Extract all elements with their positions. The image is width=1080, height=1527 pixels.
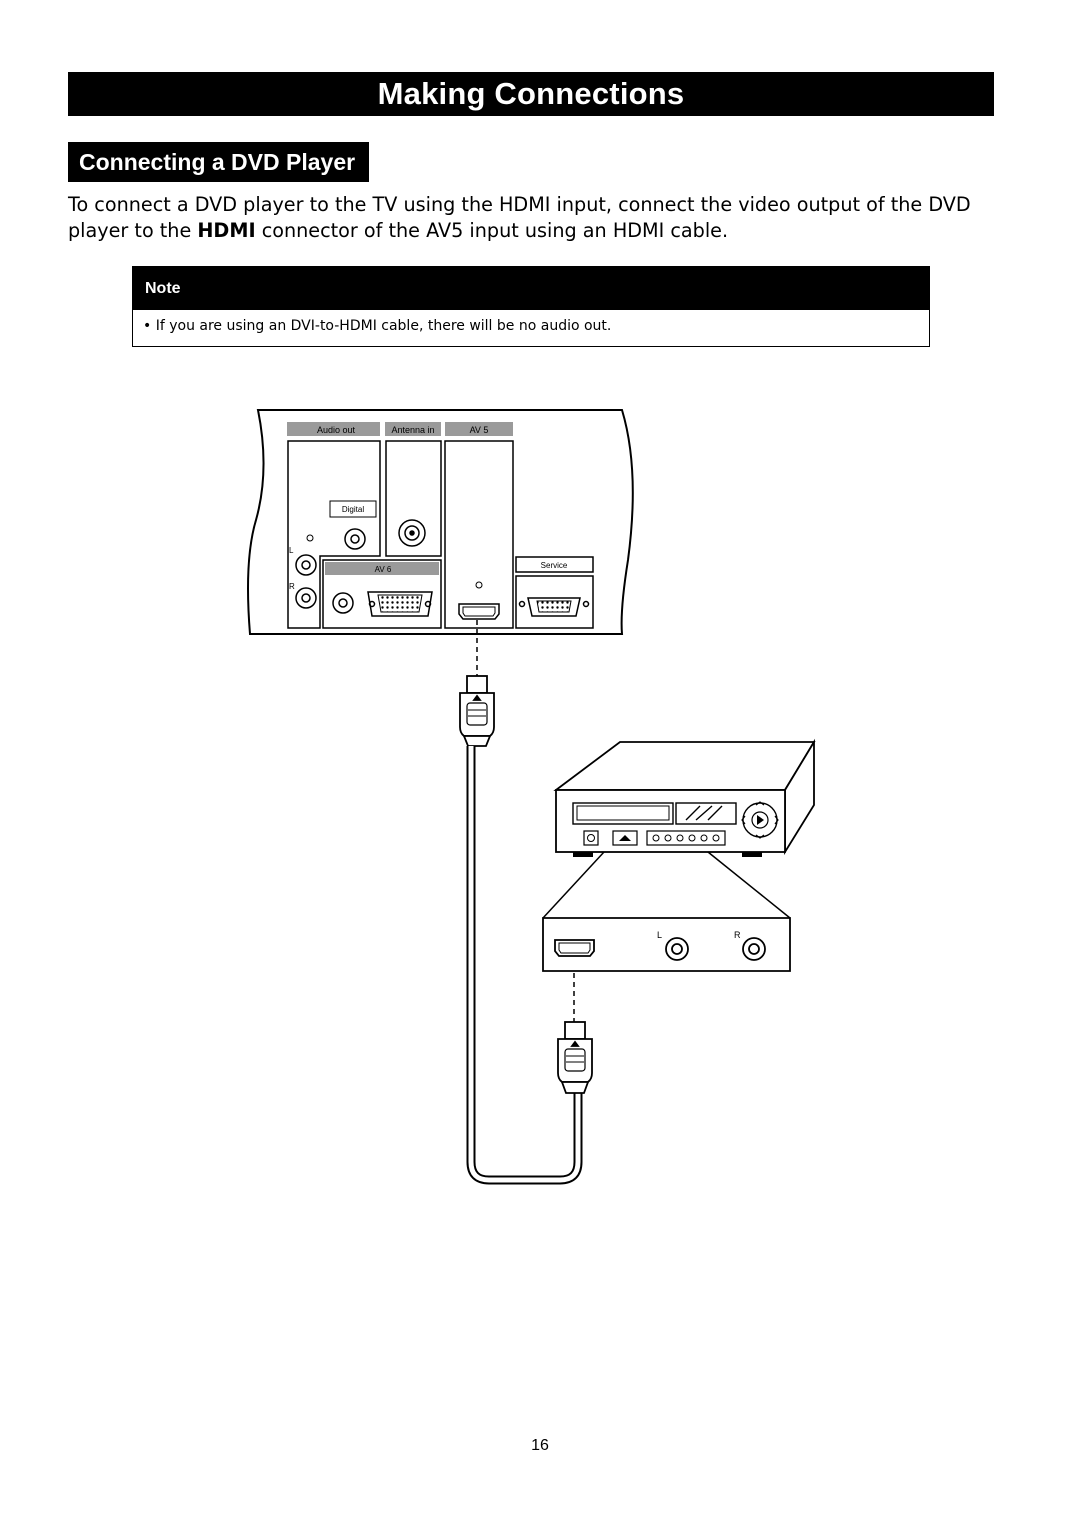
section-title: Connecting a DVD Player [79, 148, 356, 175]
note-header: Note [133, 267, 929, 310]
tv-right-label: R [289, 582, 295, 591]
page-number: 16 [531, 1437, 549, 1454]
dvd-player [553, 738, 816, 857]
digital-label: Digital [342, 505, 364, 514]
tv-left-label: L [289, 546, 294, 555]
dvd-rear-panel [542, 917, 791, 972]
antenna-in-label: Antenna in [391, 425, 434, 435]
hdmi-plug-top [459, 675, 495, 747]
dvd-right-label: R [734, 930, 741, 940]
audio-out-section [287, 440, 381, 629]
zoom-lines [542, 851, 791, 919]
page-title-bar: Making Connections [68, 72, 994, 116]
intro-text-1: To connect a DVD player to the TV using … [68, 193, 971, 242]
service-section [515, 556, 594, 629]
intro-bold-hdmi: HDMI [197, 219, 256, 242]
section-heading: Connecting a DVD Player [68, 142, 370, 182]
av5-label: AV 5 [470, 425, 489, 435]
note-text: • If you are using an DVI-to-HDMI cable,… [143, 318, 612, 334]
tv-panel-labels: Audio out Antenna in AV 5 [287, 422, 513, 436]
page-title: Making Connections [377, 76, 685, 111]
hdmi-cable-inner [468, 746, 581, 1183]
av5-section [444, 440, 514, 629]
antenna-section [385, 440, 442, 557]
service-label: Service [541, 561, 568, 570]
intro-paragraph: To connect a DVD player to the TV using … [68, 192, 998, 244]
note-box: Note • If you are using an DVI-to-HDMI c… [132, 266, 930, 347]
av6-section [322, 559, 442, 629]
dvd-left-label: L [657, 930, 662, 940]
intro-text-2: connector of the AV5 input using an HDMI… [255, 219, 729, 242]
av6-label: AV 6 [375, 565, 392, 574]
audio-out-label: Audio out [317, 425, 356, 435]
note-title: Note [145, 279, 181, 297]
hdmi-plug-bottom [557, 1021, 593, 1094]
